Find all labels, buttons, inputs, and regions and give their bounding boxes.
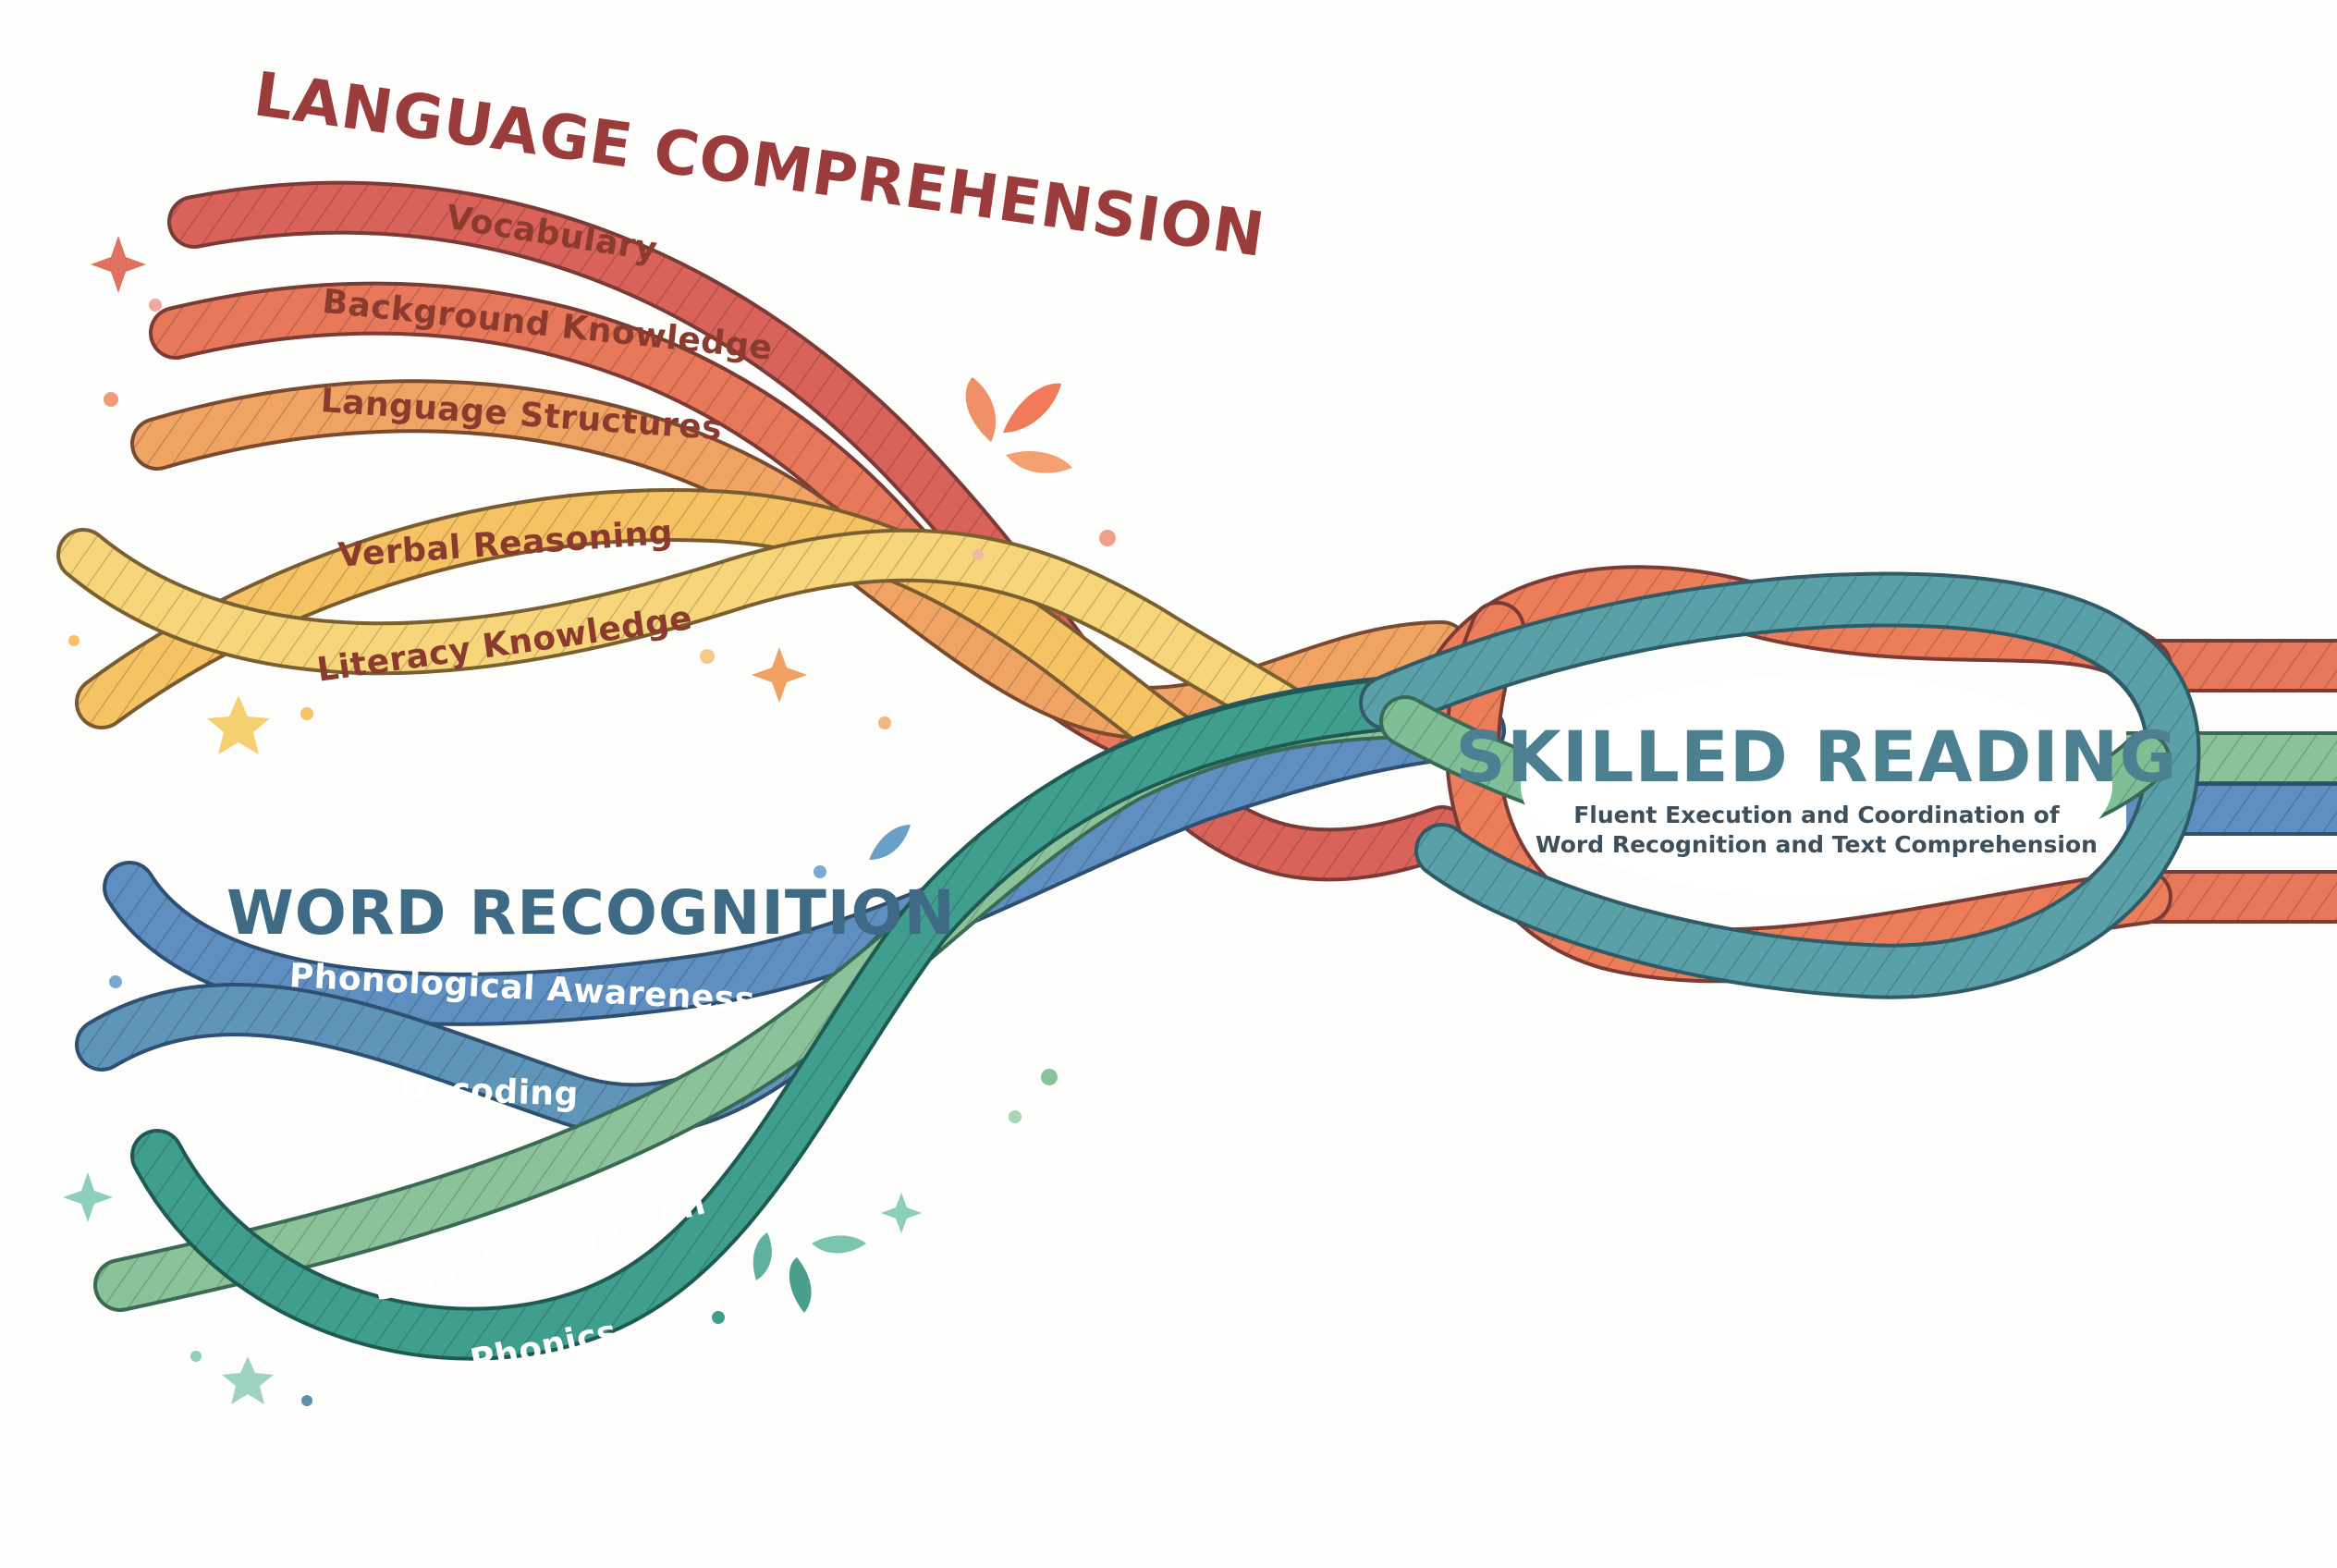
skilled-reading-title: SKILLED READING	[1455, 716, 2178, 798]
label-decoding: Decoding	[398, 1070, 579, 1114]
dot-icon	[68, 635, 80, 646]
sparkle-icon	[881, 1193, 922, 1233]
skilled-reading-knot	[1359, 565, 2337, 999]
star-icon	[207, 695, 270, 754]
sparkle-icon	[91, 236, 146, 293]
dot-icon	[109, 975, 122, 988]
dot-icon	[814, 865, 826, 878]
dot-icon	[1041, 1069, 1058, 1085]
skilled-reading-subtitle-line1: Fluent Execution and Coordination of	[1573, 802, 2061, 828]
sparkle-icon	[752, 647, 807, 703]
star-icon	[222, 1356, 274, 1404]
center-plaque	[1521, 675, 2112, 897]
dot-icon	[190, 1351, 202, 1362]
dot-icon	[700, 649, 715, 664]
strand-verbal-reasoning	[75, 487, 1284, 803]
dot-icon	[1099, 530, 1116, 546]
word-recognition-title: WORD RECOGNITION	[226, 877, 956, 949]
leaf-icon	[1006, 450, 1072, 473]
language-strands	[56, 180, 1506, 882]
strand-literacy-knowledge	[56, 528, 1340, 757]
dot-icon	[1009, 1110, 1022, 1123]
dot-icon	[300, 707, 313, 720]
decorations	[63, 236, 1116, 1406]
strand-phonics	[130, 676, 1432, 1361]
leaf-icon	[965, 377, 997, 442]
dot-icon	[301, 1395, 312, 1406]
skilled-reading-subtitle-line2: Word Recognition and Text Comprehension	[1536, 831, 2098, 858]
language-comprehension-title: LANGUAGE COMPREHENSION	[250, 58, 1269, 271]
leaf-icon	[1003, 383, 1061, 433]
sparkle-icon	[63, 1172, 113, 1222]
dot-icon	[104, 392, 118, 407]
dot-icon	[878, 717, 891, 729]
word-strands	[75, 676, 1506, 1361]
leaf-icon	[789, 1257, 812, 1313]
leaf-icon	[869, 825, 911, 860]
leaf-icon	[812, 1235, 866, 1254]
strand-phonological-awareness	[103, 704, 1506, 1026]
dot-icon	[149, 299, 162, 312]
leaf-icon	[752, 1232, 772, 1280]
dot-icon	[712, 1311, 725, 1324]
dot-icon	[973, 549, 984, 560]
